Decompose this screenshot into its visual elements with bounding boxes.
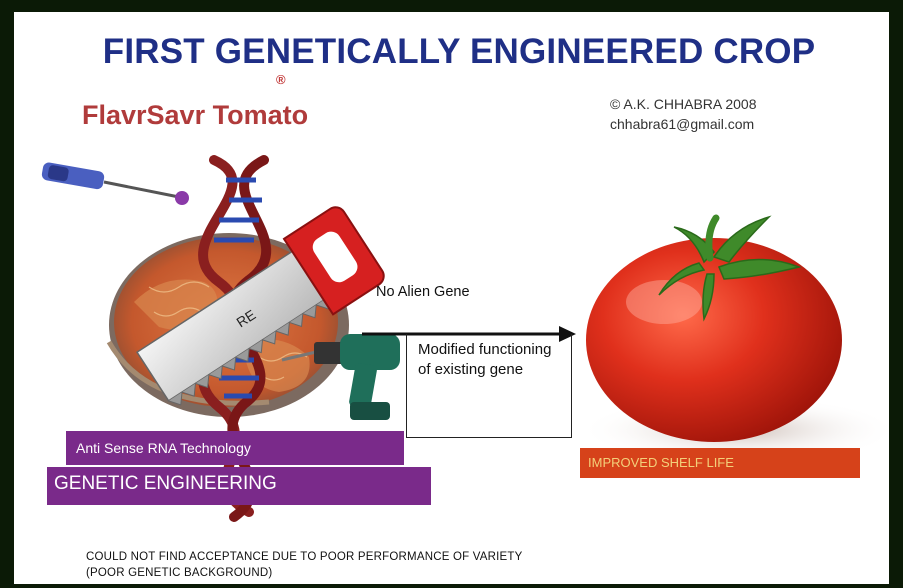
footnote-line: COULD NOT FIND ACCEPTANCE DUE TO POOR PE… [86,549,523,565]
page-title: FIRST GENETICALLY ENGINEERED CROP [64,32,854,72]
copyright-block: © A.K. CHHABRA 2008 chhabra61@gmail.com [610,94,757,134]
registered-mark: ® [276,72,286,87]
footnote: COULD NOT FIND ACCEPTANCE DUE TO POOR PE… [86,549,523,581]
shelf-life-label: IMPROVED SHELF LIFE [588,455,734,470]
antisense-label: Anti Sense RNA Technology [76,440,251,456]
copyright-line: © A.K. CHHABRA 2008 [610,94,757,114]
no-alien-gene-label: No Alien Gene [376,284,470,300]
genetic-engineering-label: GENETIC ENGINEERING [54,473,277,495]
tomato-image [579,217,889,464]
page-subtitle: FlavrSavr Tomato [82,100,308,131]
footnote-line: (POOR GENETIC BACKGROUND) [86,565,523,581]
screwdriver-icon [41,162,189,205]
email-text: chhabra61@gmail.com [610,114,757,134]
slide-canvas: RE FI [14,12,889,584]
modified-gene-text: Modified functioning of existing gene [418,340,568,380]
